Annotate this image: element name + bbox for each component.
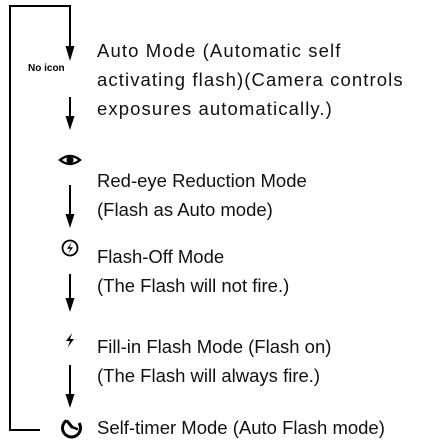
flash-off-mode-description: Flash-Off Mode (The Flash will not fire.… <box>97 242 431 300</box>
description-line: (Flash as Auto mode) <box>97 199 273 220</box>
description-line: Fill-in Flash Mode (Flash on) <box>97 336 332 357</box>
flash-off-icon <box>61 239 79 257</box>
auto-mode-description: Auto Mode (Automatic self activating fla… <box>97 36 431 123</box>
description-line: Red-eye Reduction Mode <box>97 170 307 191</box>
no-icon-label: No icon <box>28 63 65 74</box>
self-timer-mode-description: Self-timer Mode (Auto Flash mode) <box>97 413 431 442</box>
red-eye-mode-description: Red-eye Reduction Mode (Flash as Auto mo… <box>97 166 431 224</box>
arrow-3 <box>65 274 75 312</box>
description-line: (The Flash will not fire.) <box>97 275 290 296</box>
arrow-1 <box>65 97 75 130</box>
lightning-bolt-icon <box>66 333 74 348</box>
loop-connector <box>9 5 71 431</box>
description-line: Flash-Off Mode <box>97 246 225 267</box>
arrow-2 <box>65 185 75 228</box>
arrow-down-top <box>65 46 75 61</box>
description-line: exposures automatically.) <box>97 98 333 119</box>
eye-icon <box>58 154 82 166</box>
description-line: Self-timer Mode (Auto Flash mode) <box>97 417 385 438</box>
description-line: activating flash)(Camera controls <box>97 69 404 90</box>
description-line: (The Flash will always fire.) <box>97 365 321 386</box>
self-timer-icon <box>61 419 82 439</box>
arrow-4 <box>65 365 75 408</box>
fill-in-flash-mode-description: Fill-in Flash Mode (Flash on) (The Flash… <box>97 332 431 390</box>
description-line: Auto Mode (Automatic self <box>97 40 342 61</box>
